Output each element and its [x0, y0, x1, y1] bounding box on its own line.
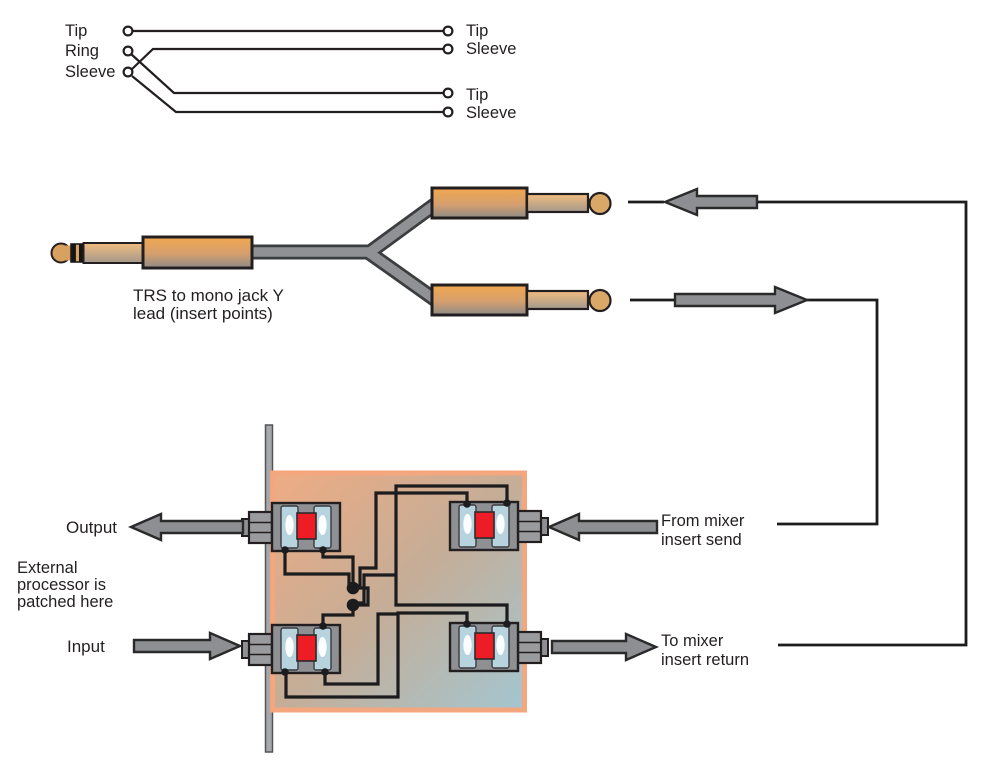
jack-b-sleeve-terminal [442, 106, 454, 118]
mono-plug-return [430, 186, 612, 220]
output-jack-socket [270, 501, 342, 553]
input-label: Input [67, 637, 105, 656]
send-loop-line [777, 298, 879, 526]
schematic-terminals [122, 25, 454, 118]
normal-junction-dot-2 [346, 598, 360, 612]
y-cable [250, 196, 442, 308]
input-jack-nut [240, 632, 274, 667]
jack-b-tip-label: Tip [466, 86, 489, 104]
schematic-ring-label: Ring [65, 42, 99, 60]
send-plug-shaft [525, 289, 590, 311]
external-processor-note: External processor is patched here [17, 560, 113, 611]
external-processor-note-line1: External [17, 559, 78, 577]
to-mixer-arrow-icon [550, 632, 660, 662]
trs-ring-terminal [122, 45, 134, 57]
input-jack-socket [270, 623, 342, 675]
wire-return-inner [323, 612, 397, 686]
external-processor-note-line2: processor is [17, 576, 106, 594]
jack-b-sleeve-label: Sleeve [466, 104, 517, 122]
wire-return-outer [284, 611, 469, 699]
send-plug-barrel [430, 283, 529, 317]
return-plug-arrow-icon [661, 187, 759, 217]
jack-a-sleeve-terminal [442, 43, 454, 55]
input-arrow-icon [132, 631, 244, 661]
sleeve-wire-a [130, 47, 443, 71]
sleeve-wire-b [131, 75, 443, 114]
output-jack-nut [240, 510, 274, 545]
wire-out-left [283, 551, 351, 585]
wire-normal-jumper [353, 586, 370, 607]
return-plug-barrel [430, 186, 529, 220]
wire-send-inner [357, 491, 469, 588]
jack-a-tip-label: Tip [466, 22, 489, 40]
external-processor-note-line3: patched here [17, 593, 114, 611]
send-plug-arrow-icon [673, 285, 811, 315]
to-mixer-label-line2: insert return [661, 651, 750, 669]
return-plug-shaft [525, 192, 590, 214]
normal-junction-dot-1 [346, 581, 360, 595]
output-arrow-icon [127, 512, 245, 542]
from-mixer-label-line1: From mixer [661, 512, 745, 530]
trs-tip-terminal [122, 25, 134, 37]
to-mixer-label-line1: To mixer [661, 632, 724, 650]
trs-plug-barrel [141, 235, 254, 270]
trs-plug [50, 235, 254, 270]
schematic-wires [130, 29, 443, 114]
return-plug-tip [588, 191, 612, 216]
schematic-tip-label: Tip [65, 22, 88, 40]
return-jack-socket [448, 621, 520, 673]
send-plug-tip [588, 288, 612, 313]
trs-plug-shaft [82, 242, 145, 264]
insert-schematic [122, 25, 454, 118]
from-mixer-arrow-icon [545, 512, 659, 542]
wire-out-right [321, 551, 355, 584]
jack-a-tip-terminal [442, 25, 454, 37]
ring-wire [130, 53, 443, 95]
schematic-sleeve-label: Sleeve [65, 63, 116, 81]
y-lead-caption-line1: TRS to mono jack Y [133, 286, 284, 305]
send-jack-socket [448, 500, 520, 552]
to-mixer-label: To mixer insert return [661, 632, 749, 670]
patchbay-panel [240, 424, 550, 753]
wire-send-outer [394, 484, 509, 621]
mono-plug-send [430, 283, 612, 317]
send-jack-nut [516, 509, 550, 544]
return-jack-nut [516, 630, 550, 665]
return-loop-line [757, 200, 968, 647]
jack-b-tip-terminal [442, 87, 454, 99]
y-lead-caption-line2: lead (insert points) [133, 304, 273, 323]
jack-a-sleeve-label: Sleeve [466, 40, 517, 58]
y-lead-caption: TRS to mono jack Y lead (insert points) [133, 287, 284, 323]
jack-terminals [281, 499, 511, 676]
mixer-loop-lines [628, 200, 968, 647]
y-lead-illustration [50, 186, 612, 317]
trs-sleeve-terminal [122, 66, 134, 78]
from-mixer-label-line2: insert send [661, 531, 742, 549]
from-mixer-label: From mixer insert send [661, 512, 744, 550]
output-label: Output [66, 518, 118, 537]
